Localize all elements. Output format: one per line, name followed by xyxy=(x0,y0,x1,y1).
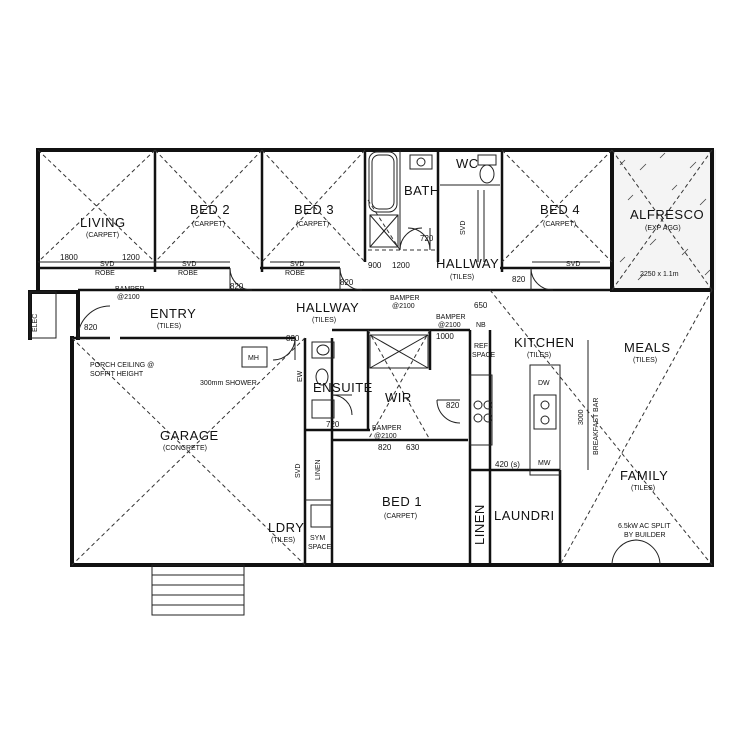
annotations: ROBE ROBE ROBE SVD SVD SVD SVD SVD SVD B… xyxy=(32,221,679,551)
bulkhead-c: BAMPER xyxy=(436,314,466,321)
robe-label-a: ROBE xyxy=(95,270,115,277)
room-bed3-label: BED 3 xyxy=(294,202,334,217)
dim-820-e: 820 xyxy=(286,334,300,343)
room-ldry-label: LDRY xyxy=(268,520,304,535)
room-hallway-upper-label: HALLWAY xyxy=(436,256,499,271)
breakfast-bar-label: BREAKFAST BAR xyxy=(593,398,600,455)
ac-split-note: 6.5kW AC SPLIT xyxy=(618,523,671,530)
dim-1800: 1800 xyxy=(60,253,78,262)
bulkhead-a-height: @2100 xyxy=(117,294,140,301)
room-living-label: LIVING xyxy=(80,215,126,230)
bulkhead-d-height: @2100 xyxy=(374,433,397,440)
dim-420: 420 (s) xyxy=(495,460,520,469)
dim-630: 630 xyxy=(406,443,420,452)
microwave-label: MW xyxy=(538,460,551,467)
bulkhead-d: BAMPER xyxy=(372,425,402,432)
soffit-height-note: SOFFIT HEIGHT xyxy=(90,371,144,378)
elec-meter-label: ELEC xyxy=(32,314,39,332)
room-living-finish: (CARPET) xyxy=(86,232,119,239)
dim-820-c: 820 xyxy=(512,275,526,284)
room-bed2-finish: (CARPET) xyxy=(192,221,225,228)
dim-3000: 3000 xyxy=(578,409,585,425)
dim-820-a: 820 xyxy=(230,282,244,291)
room-alfresco-finish: (EXP AGG) xyxy=(645,225,681,232)
robe-label-c: ROBE xyxy=(285,270,305,277)
room-bed4-label: BED 4 xyxy=(540,202,580,217)
dim-820-b: 820 xyxy=(340,278,354,287)
dim-650: 650 xyxy=(474,301,488,310)
alfresco-hatch xyxy=(612,150,716,290)
room-hallway-main-label: HALLWAY xyxy=(296,300,359,315)
exterior-walls xyxy=(28,148,714,567)
room-ldry-finish: (TILES) xyxy=(271,537,295,544)
room-wc-label: WC xyxy=(456,156,479,171)
shower-note: 300mm SHOWER xyxy=(200,380,257,387)
room-wir-label: WIR xyxy=(385,390,412,405)
svd-label-c: SVD xyxy=(290,261,304,268)
linen-small-label: LINEN xyxy=(315,459,322,480)
nb-label: NB xyxy=(476,322,486,329)
robe-label-b: ROBE xyxy=(178,270,198,277)
alfresco-span-note: 2250 x 1.1m xyxy=(640,271,679,278)
dimensions: 1800 1200 820 820 820 820 820 820 820 90… xyxy=(60,234,585,469)
room-entry-label: ENTRY xyxy=(150,306,196,321)
sym-space-label-2: SPACE xyxy=(308,544,332,551)
room-garage-finish: (CONCRETE) xyxy=(163,445,207,452)
room-bed3-finish: (CARPET) xyxy=(296,221,329,228)
room-meals-finish: (TILES) xyxy=(633,357,657,364)
room-linen-label: LINEN xyxy=(472,504,487,545)
svd-label-d: SVD xyxy=(566,261,580,268)
room-meals-label: MEALS xyxy=(624,340,671,355)
dim-820-d: 820 xyxy=(84,323,98,332)
svd-label-b: SVD xyxy=(182,261,196,268)
room-labels: LIVING (CARPET) BED 2 (CARPET) BED 3 (CA… xyxy=(80,156,704,545)
doors xyxy=(77,227,661,566)
dim-900: 900 xyxy=(368,261,382,270)
dim-720-a: 720 xyxy=(420,234,434,243)
fixtures xyxy=(29,151,589,616)
ref-space-label-2: SPACE xyxy=(472,352,496,359)
room-bed4-finish: (CARPET) xyxy=(543,221,576,228)
diagonal-lines xyxy=(37,149,713,566)
dim-1200-a: 1200 xyxy=(122,253,140,262)
room-garage-label: GARAGE xyxy=(160,428,219,443)
room-family-finish: (TILES) xyxy=(631,485,655,492)
dim-1200-b: 1200 xyxy=(392,261,410,270)
room-kitchen-label: KITCHEN xyxy=(514,335,575,350)
ref-space-label: REF xyxy=(474,343,488,350)
room-hallway-upper-finish: (TILES) xyxy=(450,274,474,281)
room-hallway-main-finish: (TILES) xyxy=(312,317,336,324)
svd-label-f: SVD xyxy=(295,464,302,478)
dim-820-f: 820 xyxy=(446,401,460,410)
room-bed1-finish: (CARPET) xyxy=(384,513,417,520)
interior-walls xyxy=(38,150,612,565)
room-kitchen-finish: (TILES) xyxy=(527,352,551,359)
dim-720-b: 720 xyxy=(326,420,340,429)
room-bed1-label: BED 1 xyxy=(382,494,422,509)
ew-label: EW xyxy=(297,370,304,382)
sym-space-label: SYM xyxy=(310,535,325,542)
bulkhead-a: BAMPER xyxy=(115,286,145,293)
svd-label-e: SVD xyxy=(460,221,467,235)
bulkhead-c-height: @2100 xyxy=(438,322,461,329)
manhole-label: MH xyxy=(248,355,259,362)
dishwasher-label: DW xyxy=(538,380,550,387)
room-ensuite-label: ENSUITE xyxy=(313,380,373,395)
porch-ceiling-note: PORCH CEILING @ xyxy=(90,362,154,369)
room-alfresco-label: ALFRESCO xyxy=(630,207,704,222)
svd-label-a: SVD xyxy=(100,261,114,268)
dim-820-g: 820 xyxy=(378,443,392,452)
bulkhead-b-height: @2100 xyxy=(392,303,415,310)
room-bed2-label: BED 2 xyxy=(190,202,230,217)
dim-1000: 1000 xyxy=(436,332,454,341)
ac-split-note-2: BY BUILDER xyxy=(624,532,666,539)
room-laundri-label: LAUNDRI xyxy=(494,508,555,523)
room-entry-finish: (TILES) xyxy=(157,323,181,330)
bulkhead-b: BAMPER xyxy=(390,295,420,302)
room-bath-label: BATH xyxy=(404,183,440,198)
room-family-label: FAMILY xyxy=(620,468,668,483)
